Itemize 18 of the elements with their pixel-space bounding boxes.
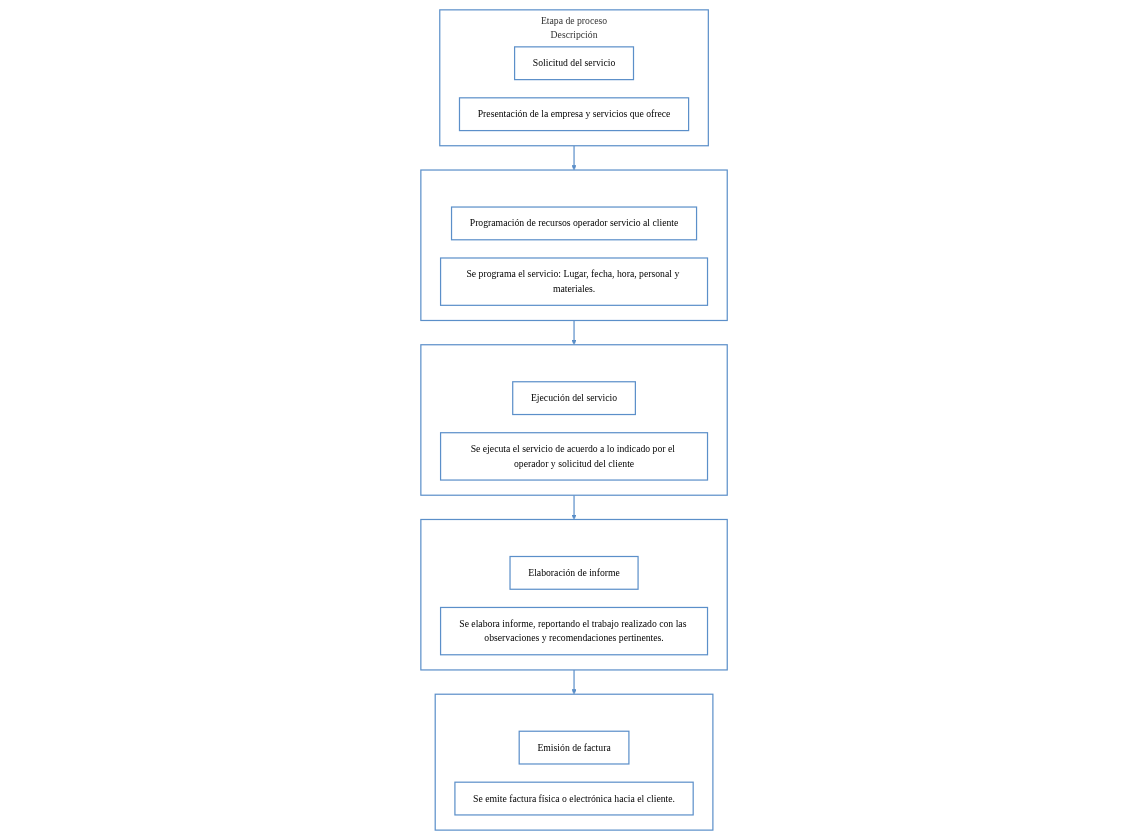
arrow [571,319,577,345]
node-box: Se programa el servicio: Lugar, fecha, hora, personal y materiales. [439,257,709,306]
node-box: Presentación de la empresa y servicios que ofrece [458,97,690,132]
node-box: Programación de recursos operador servicio al cliente [450,206,698,241]
cluster [420,518,728,671]
node-box: Se ejecuta el servicio de acuerdo a lo indicado por el operador y solicitud del cliente [439,432,709,481]
node-box: Se emite factura física o electrónica hacia el cliente. [454,781,694,816]
node-box: Elaboración de informe [509,555,639,590]
arrow [571,145,577,171]
cluster [420,169,728,322]
cluster [434,693,714,831]
cluster [420,344,728,496]
node-box: Solicitud del servicio [513,46,635,81]
node-box: Se elabora informe, reportando el trabajo realizado con las observaciones y recomendaciones pertinentes. [439,606,709,656]
arrow [571,669,577,695]
node-box: Emisión de factura [518,730,630,765]
arrow [571,494,577,520]
node-box: Ejecución del servicio [512,381,636,416]
